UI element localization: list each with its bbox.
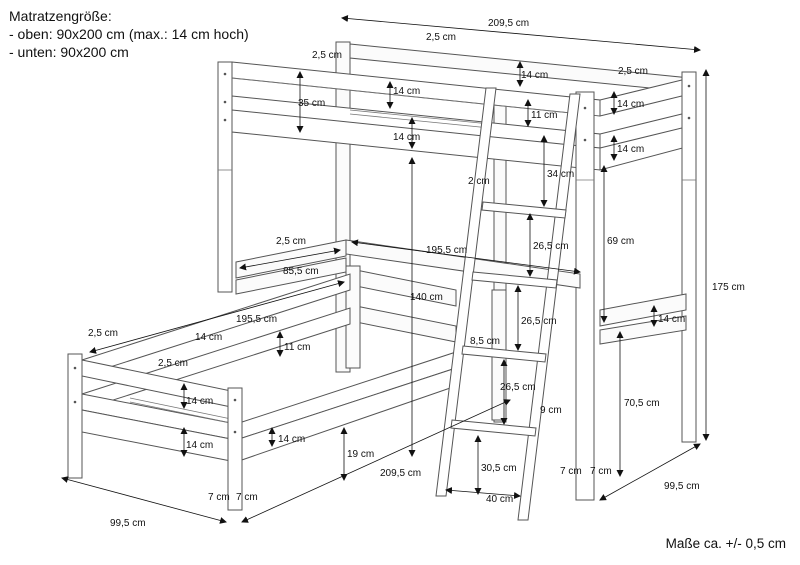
dim-lower-inner: 195,5 cm [426, 245, 467, 256]
dim-lower-inner-b: 195,5 cm [236, 314, 277, 325]
upper-right-posts [575, 71, 697, 501]
dim-lower-post-2-5-c: 2,5 cm [158, 358, 188, 369]
dim-right-rail: 14 cm [658, 314, 685, 325]
dim-lower-rail-a: 14 cm [195, 332, 222, 343]
dim-post-7b: 7 cm [236, 492, 258, 503]
dim-lower-post-2-5: 2,5 cm [276, 236, 306, 247]
dim-top-post-a: 2,5 cm [312, 50, 342, 61]
dim-ladder-step-a: 26,5 cm [533, 241, 569, 252]
dim-lower-gap: 11 cm [284, 342, 311, 353]
dim-top-rail-d: 14 cm [617, 99, 644, 110]
dim-right-height: 70,5 cm [624, 398, 660, 409]
dim-total-height: 175 cm [712, 282, 745, 293]
dim-floor-clear: 19 cm [347, 449, 374, 460]
dim-lower-rail-b: 14 cm [186, 396, 213, 407]
tolerance-note: Maße ca. +/- 0,5 cm [665, 536, 786, 551]
dim-ladder-up: 34 cm [547, 169, 574, 180]
dim-ladder-width: 40 cm [486, 494, 513, 505]
dim-lower-head: 85,5 cm [283, 266, 319, 277]
dim-guard-height: 35 cm [298, 98, 325, 109]
dimension-labels: 209,5 cm 2,5 cm 2,5 cm 2,5 cm 35 cm 14 c… [88, 18, 745, 529]
dim-ladder-bottom: 30,5 cm [481, 463, 517, 474]
dim-top-rail-b: 14 cm [393, 132, 420, 143]
mattress-size-top: - oben: 90x200 cm (max.: 14 cm hoch) [9, 26, 249, 42]
dim-ladder-step-c: 26,5 cm [500, 382, 536, 393]
dim-top-post-c: 2,5 cm [618, 66, 648, 77]
dim-right-depth: 99,5 cm [664, 481, 700, 492]
dim-lower-rail-d: 14 cm [278, 434, 305, 445]
dim-post-7d: 7 cm [590, 466, 612, 477]
dim-lower-post-2-5-b: 2,5 cm [88, 328, 118, 339]
dim-under-clear: 69 cm [607, 236, 634, 247]
dim-top-length: 209,5 cm [488, 18, 529, 29]
dim-side-height: 140 cm [410, 292, 443, 303]
dim-top-rail-a: 14 cm [393, 86, 420, 97]
dim-ladder-width-9: 9 cm [540, 405, 562, 416]
dim-post-7a: 7 cm [208, 492, 230, 503]
dim-post-7c: 7 cm [560, 466, 582, 477]
dim-top-gap: 11 cm [531, 110, 558, 121]
dim-ladder-step-depth: 8,5 cm [470, 336, 500, 347]
dim-ladder-top-gap: 2 cm [468, 176, 490, 187]
dim-top-rail-c: 14 cm [521, 70, 548, 81]
lower-bed-frame [81, 239, 687, 463]
dim-lower-depth: 99,5 cm [110, 518, 146, 529]
dim-lower-length: 209,5 cm [380, 468, 421, 479]
dimension-lines [61, 15, 710, 524]
dim-lower-rail-c: 14 cm [186, 440, 213, 451]
mattress-size-title: Matratzengröße: [9, 8, 112, 24]
lower-front-posts [67, 353, 243, 511]
dim-top-post-b: 2,5 cm [426, 32, 456, 43]
dim-ladder-step-b: 26,5 cm [521, 316, 557, 327]
upper-left-front-post [217, 61, 233, 293]
mattress-size-bottom: - unten: 90x200 cm [9, 44, 129, 60]
dim-top-rail-e: 14 cm [617, 144, 644, 155]
